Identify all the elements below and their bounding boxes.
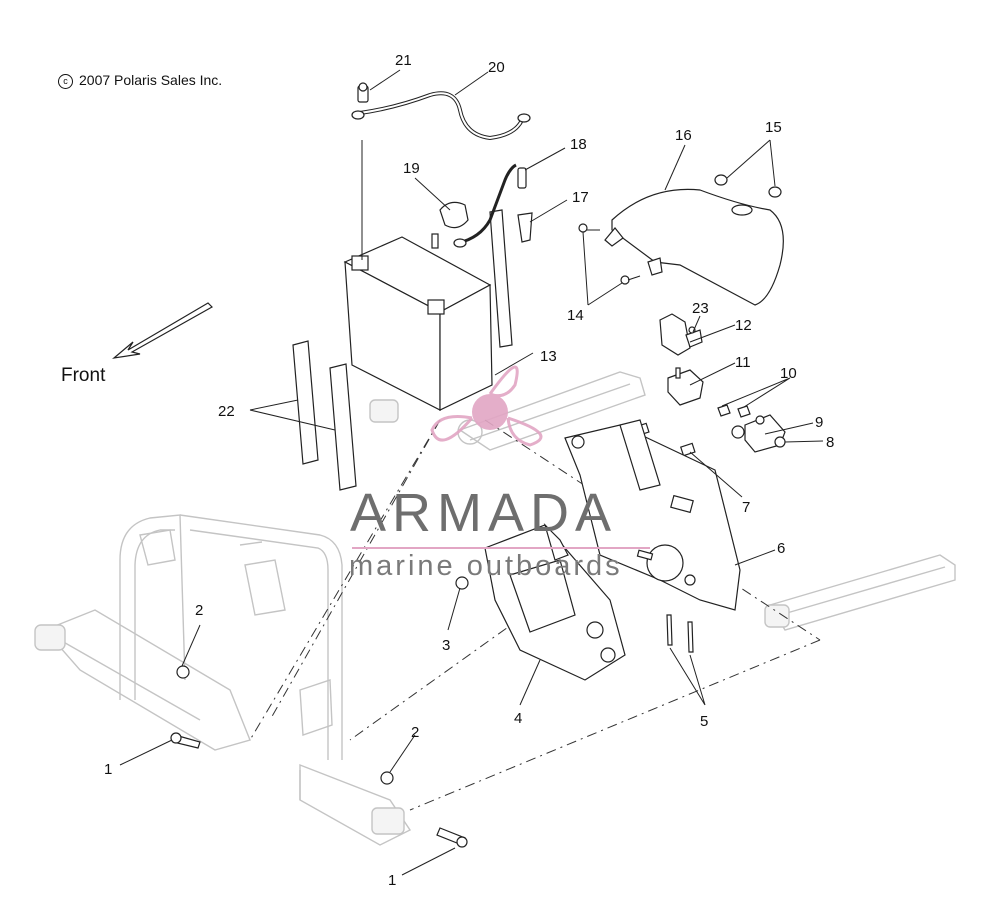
vehicle-frame-ghost	[34, 514, 412, 846]
front-direction-label: Front	[61, 365, 106, 386]
callout-8: 8	[826, 434, 834, 451]
callout-14: 14	[567, 307, 584, 324]
copyright-notice: c 2007 Polaris Sales Inc.	[58, 72, 222, 89]
battery	[343, 236, 493, 411]
callout-3: 3	[442, 637, 450, 654]
battery-tray-6	[564, 419, 741, 611]
callout-17: 17	[572, 189, 589, 206]
nuts-2	[176, 665, 394, 785]
battery-cable	[351, 91, 531, 260]
callout-4: 4	[514, 710, 522, 727]
relay-11	[667, 367, 704, 406]
cable-18	[431, 163, 527, 249]
bolts-1	[170, 732, 468, 848]
callout-23: 23	[692, 300, 709, 317]
push-nuts-15	[714, 174, 782, 198]
callout-10: 10	[780, 365, 797, 382]
callout-1-lower: 1	[388, 872, 396, 889]
callout-5: 5	[700, 713, 708, 730]
pins-5	[666, 614, 694, 653]
callout-16: 16	[675, 127, 692, 144]
callout-6: 6	[777, 540, 785, 557]
callout-20: 20	[488, 59, 505, 76]
front-arrow-icon	[111, 302, 213, 359]
callout-2-lower: 2	[411, 724, 419, 741]
callout-15: 15	[765, 119, 782, 136]
frame-rail-ghost-lower	[764, 554, 956, 631]
copyright-icon: c	[58, 74, 73, 89]
watermark-brand: ARMADA	[350, 483, 618, 543]
copyright-text: 2007 Polaris Sales Inc.	[79, 72, 223, 88]
callout-22: 22	[218, 403, 235, 420]
callout-2-upper: 2	[195, 602, 203, 619]
bolt-21	[357, 82, 369, 103]
callout-18: 18	[570, 136, 587, 153]
relay-bracket-12	[659, 313, 703, 356]
nuts-10	[717, 404, 751, 418]
callout-12: 12	[735, 317, 752, 334]
callout-21: 21	[395, 52, 412, 69]
callout-13: 13	[540, 348, 557, 365]
battery-strap	[489, 209, 513, 348]
watermark-logo-icon	[430, 365, 543, 447]
nut-8	[774, 436, 786, 448]
screws-14	[578, 223, 641, 285]
callout-1-upper: 1	[104, 761, 112, 778]
battery-pads	[292, 340, 357, 491]
callout-leaders	[119, 69, 824, 876]
callout-9: 9	[815, 414, 823, 431]
battery-cover-16	[604, 188, 784, 306]
terminal-boot-17	[517, 212, 533, 243]
callout-19: 19	[403, 160, 420, 177]
terminal-cap-19	[439, 201, 469, 229]
callout-7: 7	[742, 499, 750, 516]
watermark-tagline: marine outboards	[349, 550, 623, 582]
nut-3	[455, 576, 469, 590]
mounting-bracket-4	[484, 522, 626, 681]
callout-11: 11	[735, 354, 751, 371]
